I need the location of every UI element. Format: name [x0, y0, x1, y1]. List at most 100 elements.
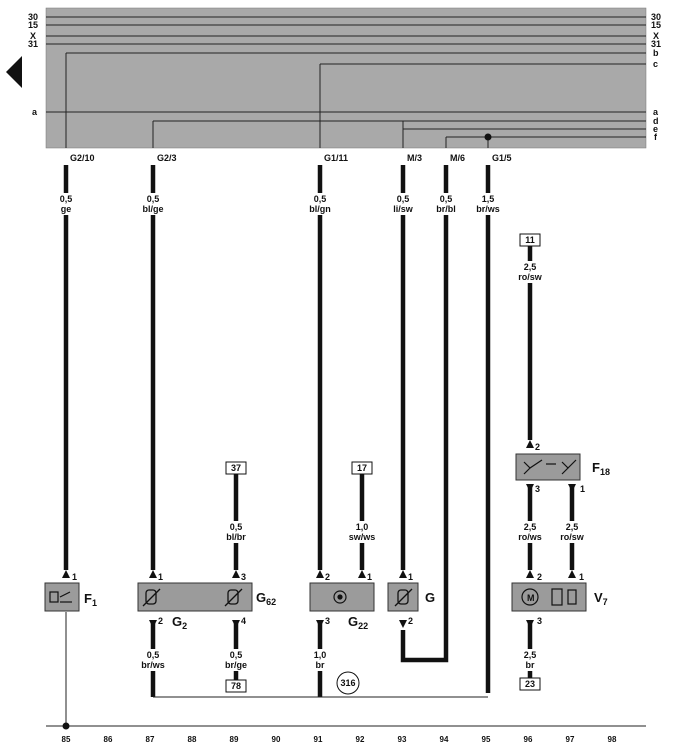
- svg-text:ro/sw: ro/sw: [518, 272, 543, 282]
- bus-label-right-b: b: [653, 48, 659, 58]
- svg-text:G62: G62: [256, 590, 276, 607]
- bus-label-left-a: a: [32, 107, 38, 117]
- svg-text:78: 78: [231, 681, 241, 691]
- bus-label-left-x: X: [30, 31, 36, 41]
- svg-text:br/ws: br/ws: [141, 660, 165, 670]
- svg-text:1: 1: [408, 572, 413, 582]
- svg-text:0,5: 0,5: [230, 522, 243, 532]
- svg-text:92: 92: [356, 735, 365, 744]
- terminal-23: 23: [519, 677, 541, 691]
- bus-lines: [46, 16, 646, 138]
- svg-text:1: 1: [158, 572, 163, 582]
- svg-text:17: 17: [357, 463, 367, 473]
- svg-text:88: 88: [188, 735, 197, 744]
- ground-point-316: 316: [336, 671, 360, 695]
- svg-text:1: 1: [367, 572, 372, 582]
- connector-m-3: M/3: [407, 153, 422, 163]
- svg-text:0,5: 0,5: [147, 194, 160, 204]
- svg-text:bl/ge: bl/ge: [142, 204, 163, 214]
- pressure-switch-icon: [49, 591, 72, 603]
- svg-text:br/ws: br/ws: [476, 204, 500, 214]
- svg-text:96: 96: [524, 735, 533, 744]
- svg-text:G2: G2: [172, 614, 187, 631]
- svg-text:316: 316: [340, 678, 355, 688]
- svg-text:2: 2: [535, 442, 540, 452]
- svg-text:93: 93: [398, 735, 407, 744]
- svg-text:F18: F18: [592, 460, 610, 477]
- svg-text:2: 2: [158, 616, 163, 626]
- svg-text:ro/ws: ro/ws: [518, 532, 542, 542]
- pin-arrows: [62, 440, 576, 628]
- svg-text:G22: G22: [348, 614, 368, 631]
- connector-g1-11: G1/11: [324, 153, 348, 163]
- svg-text:bl/br: bl/br: [226, 532, 246, 542]
- bus-label-left-15: 15: [28, 20, 38, 30]
- terminal-17: 17: [351, 461, 373, 475]
- svg-text:1,0: 1,0: [314, 650, 327, 660]
- component-f1: 1 F1: [44, 572, 97, 612]
- bus-label-right-f: f: [654, 132, 658, 142]
- left-arrow-icon: [6, 56, 22, 88]
- bus-label-left-31: 31: [28, 39, 38, 49]
- svg-text:23: 23: [525, 679, 535, 689]
- svg-text:0,5: 0,5: [397, 194, 410, 204]
- svg-text:37: 37: [231, 463, 241, 473]
- connector-g2-3: G2/3: [157, 153, 177, 163]
- bus-panel: [45, 7, 647, 149]
- svg-text:V7: V7: [594, 590, 608, 607]
- bus-label-right-30: 30: [651, 12, 661, 22]
- svg-text:2,5: 2,5: [524, 262, 537, 272]
- wire-labels: 0,5 ge 0,5 bl/ge 0,5 bl/gn 0,5 li/sw 0,5…: [54, 193, 588, 671]
- svg-text:ro/sw: ro/sw: [560, 532, 585, 542]
- bus-label-right-a: a: [653, 107, 659, 117]
- svg-text:F1: F1: [84, 591, 97, 608]
- svg-text:br/ge: br/ge: [225, 660, 247, 670]
- svg-text:91: 91: [314, 735, 323, 744]
- connector-m-6: M/6: [450, 153, 465, 163]
- svg-text:0,5: 0,5: [230, 650, 243, 660]
- svg-text:87: 87: [146, 735, 155, 744]
- svg-text:98: 98: [608, 735, 617, 744]
- svg-text:97: 97: [566, 735, 575, 744]
- bus-label-right-15: 15: [651, 20, 661, 30]
- terminal-78: 78: [225, 679, 247, 693]
- bus-label-right-x: X: [653, 31, 659, 41]
- svg-text:br/bl: br/bl: [436, 204, 456, 214]
- component-g: 1 2 G: [387, 572, 435, 626]
- motor-letter: M: [527, 593, 535, 603]
- component-v7: M 2 1 3 V7: [511, 572, 608, 626]
- svg-text:3: 3: [325, 616, 330, 626]
- thermo-switch-icon: [523, 459, 577, 475]
- svg-text:0,5: 0,5: [440, 194, 453, 204]
- svg-text:4: 4: [241, 616, 246, 626]
- svg-text:ge: ge: [61, 204, 72, 214]
- sensor-icon: [142, 588, 243, 607]
- svg-text:0,5: 0,5: [147, 650, 160, 660]
- svg-text:3: 3: [537, 616, 542, 626]
- svg-text:11: 11: [525, 235, 535, 245]
- svg-text:85: 85: [62, 735, 71, 744]
- svg-text:2,5: 2,5: [524, 650, 537, 660]
- grid-numbers: 85 86 87 88 89 90 91 92 93 94 95 96 97 9…: [62, 735, 617, 744]
- svg-text:sw/ws: sw/ws: [349, 532, 376, 542]
- svg-text:br: br: [526, 660, 535, 670]
- svg-text:2: 2: [408, 616, 413, 626]
- connector-g1-5: G1/5: [492, 153, 512, 163]
- svg-text:1: 1: [579, 572, 584, 582]
- level-sensor-icon: [394, 588, 413, 607]
- bus-junction: [484, 133, 492, 141]
- bus-label-right-e: e: [653, 124, 658, 134]
- svg-text:2: 2: [325, 572, 330, 582]
- bus-label-right-c: c: [653, 59, 658, 69]
- svg-text:li/sw: li/sw: [393, 204, 414, 214]
- bus-label-left-30: 30: [28, 12, 38, 22]
- svg-text:2: 2: [537, 572, 542, 582]
- ground-junction: [62, 722, 70, 730]
- component-g22: 2 1 3 G22: [309, 572, 375, 631]
- svg-text:90: 90: [272, 735, 281, 744]
- svg-text:3: 3: [241, 572, 246, 582]
- bus-drops: [65, 53, 489, 148]
- svg-text:br: br: [316, 660, 325, 670]
- svg-text:86: 86: [104, 735, 113, 744]
